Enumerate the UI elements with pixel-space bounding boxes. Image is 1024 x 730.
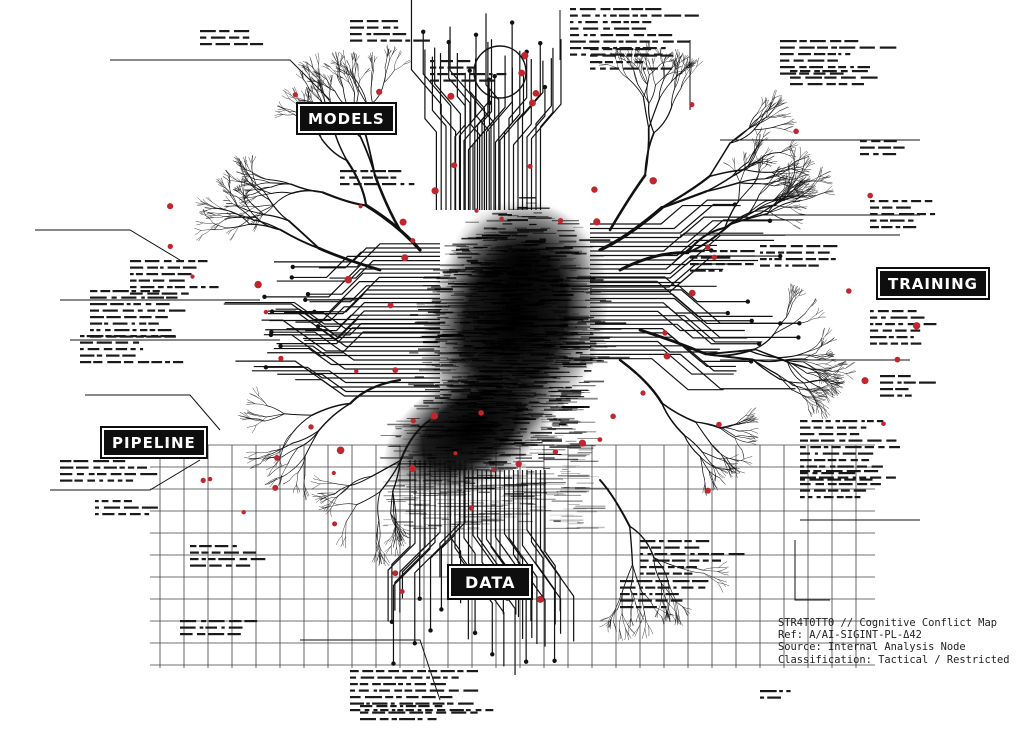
caption-line: Ref: A/AI-SIGINT-PL-Δ42: [778, 629, 922, 642]
caption-block: STR4T0TT0 // Cognitive Conflict Map Ref:…: [778, 617, 1009, 666]
label-data: DATA: [446, 564, 534, 600]
label-models: MODELS: [296, 102, 397, 135]
label-training: TRAINING: [876, 267, 990, 300]
grid-lines: [150, 444, 875, 668]
label-pipeline: PIPELINE: [100, 426, 208, 459]
caption-line: Source: Internal Analysis Node: [778, 641, 966, 654]
caption-line: Classification: Tactical / Restricted: [778, 653, 1010, 666]
annotation-text-blocks: [60, 8, 937, 721]
circle-marker: [473, 45, 527, 99]
caption-line: STR4T0TT0 // Cognitive Conflict Map: [778, 617, 997, 629]
red-nodes: [167, 52, 921, 603]
dark-core-mass: [380, 197, 630, 531]
